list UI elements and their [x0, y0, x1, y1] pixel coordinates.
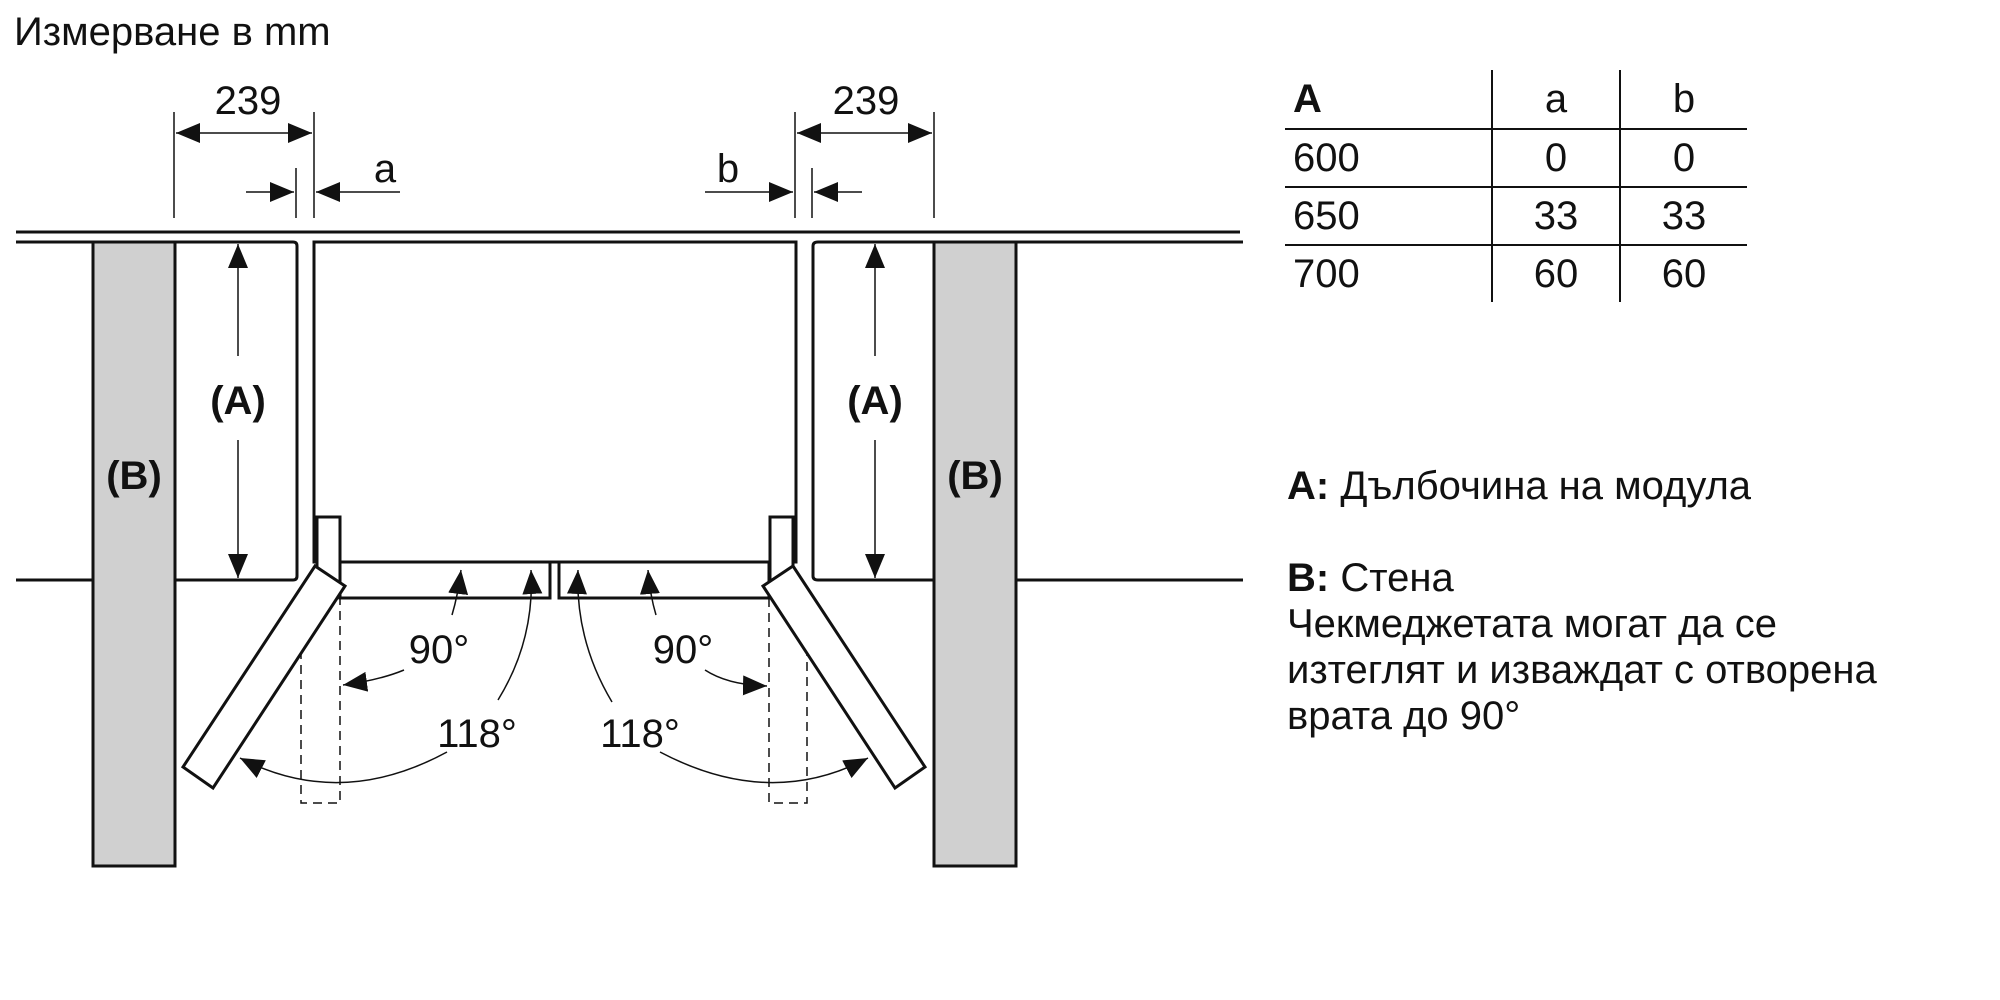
angle-90-left-label: 90° [409, 628, 470, 672]
depth-label-right: (A) [847, 379, 903, 423]
table-cell-a: 33 [1491, 187, 1620, 246]
dim-239-right-label: 239 [833, 79, 900, 123]
dim-239-left-label: 239 [215, 79, 282, 123]
table-cell-b: 33 [1619, 187, 1747, 246]
installation-diagram: 239 a 239 b (A) (A) (B) (B) 90° 118° 90°… [16, 79, 1243, 868]
legend-key-a: A: [1287, 464, 1330, 508]
table-cell-a: 60 [1491, 245, 1620, 302]
wall-right [932, 240, 1018, 868]
table-cell-A: 700 [1293, 252, 1360, 296]
angle-90-right-arrow-door [704, 669, 768, 696]
dim-a-label: a [374, 147, 397, 191]
door-right-open [760, 563, 928, 791]
table-row: 700 60 60 [1285, 245, 1747, 302]
drawer-left [338, 560, 552, 600]
legend-note-line: Чекмеджетата могат да се [1287, 602, 1777, 646]
legend-text-a: Дълбочина на модула [1340, 464, 1752, 508]
table-row: 600 0 0 [1285, 129, 1747, 188]
table-cell-b: 60 [1619, 245, 1747, 302]
table-cell-a: 0 [1491, 129, 1620, 188]
legend-note-line: изтеглят и изваждат с отворена [1287, 648, 1877, 692]
angle-90-left-arrow-up [448, 569, 469, 616]
cabinet-left [175, 240, 299, 582]
wall-left [91, 240, 177, 868]
dim-b-label: b [717, 147, 739, 191]
legend-note-line: врата до 90° [1287, 694, 1521, 738]
cabinet-right [811, 240, 934, 582]
angle-118-left-label: 118° [437, 712, 517, 756]
legend-item-a: A: Дълбочина на модула [1287, 463, 1877, 509]
table-header-A: A [1285, 70, 1492, 130]
angle-90-left-arrow-door [342, 669, 405, 692]
angle-118-right-label: 118° [600, 712, 680, 756]
angle-118-right-arrow-up [566, 569, 613, 703]
table-cell-b: 0 [1619, 129, 1747, 188]
angle-90-right-label: 90° [653, 628, 714, 672]
legend: A: Дълбочина на модула B: Стена Чекмедже… [1287, 463, 1877, 739]
legend-key-b: B: [1287, 556, 1330, 600]
door-left-open [180, 563, 348, 791]
door-90-outline-right [768, 598, 808, 804]
wall-label-left: (B) [106, 454, 162, 498]
table-row: 650 33 33 [1285, 187, 1747, 246]
table-cell-A: 600 [1285, 129, 1492, 188]
angle-118-left-arrow-up [497, 569, 543, 701]
legend-text-b: Стена [1340, 556, 1454, 600]
table-header-row: A a b [1285, 70, 1747, 130]
angle-90-right-arrow-up [639, 569, 660, 616]
door-90-outline-left [300, 598, 341, 804]
page-title: Измерване в mm [14, 10, 331, 54]
angle-118-left-arrow-door [239, 751, 448, 784]
drawer-right [557, 560, 771, 600]
depth-label-left: (A) [210, 379, 266, 423]
table-header-b: b [1619, 70, 1747, 130]
angle-118-right-arrow-door [659, 751, 869, 784]
depth-offset-table: A a b 600 0 0 650 33 33 700 60 60 [1285, 70, 1747, 302]
fridge-body [312, 240, 798, 564]
table-cell-A: 650 [1285, 187, 1492, 246]
legend-item-b: B: Стена [1287, 555, 1877, 601]
wall-label-right: (B) [947, 454, 1003, 498]
table-header-a: a [1491, 70, 1620, 130]
